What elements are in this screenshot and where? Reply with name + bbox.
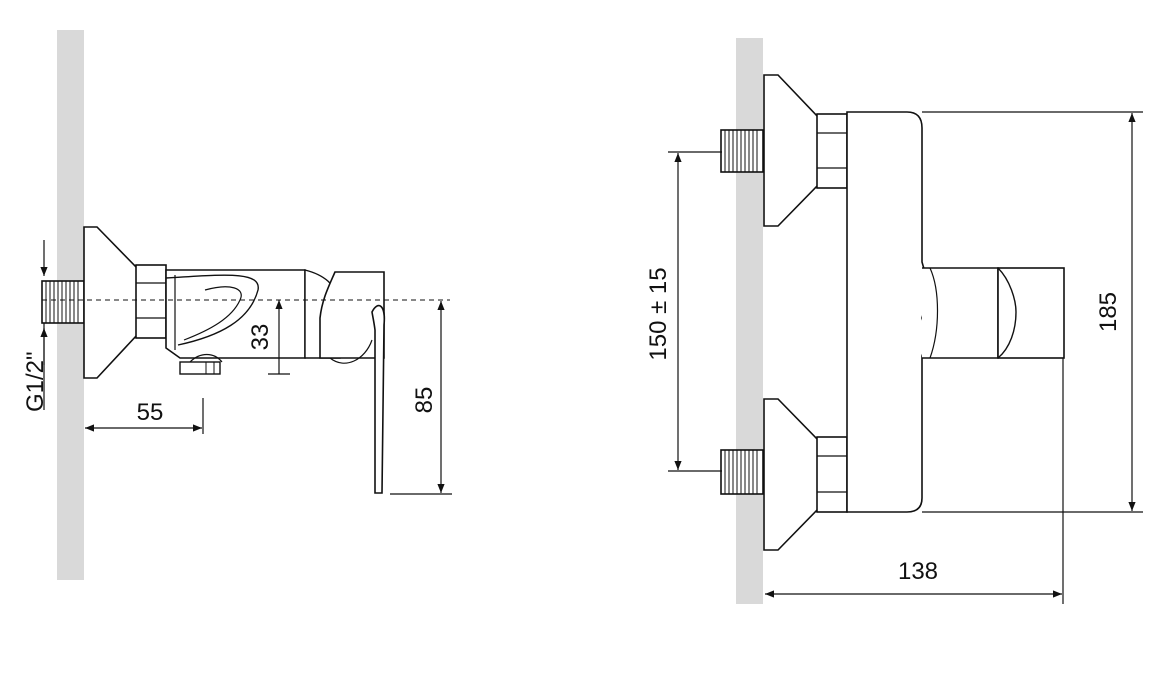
front-mixer-body [846, 111, 928, 513]
height-label: 85 [411, 387, 438, 414]
dim-body-height: 185 [922, 111, 1143, 513]
front-lower-nut [816, 436, 848, 513]
front-lever [922, 267, 1065, 359]
side-hex-nut [135, 264, 167, 339]
front-upper-nut [816, 113, 848, 189]
width-label: 138 [898, 558, 938, 585]
offset-label: 33 [247, 324, 274, 351]
side-outlet [179, 353, 223, 375]
front-upper-thread [720, 129, 764, 173]
dim-offset: 33 [247, 300, 290, 375]
dim-spacing: 150 ± 15 [645, 151, 722, 472]
thread-label: G1/2" [22, 351, 49, 412]
side-view: G1/2" 55 33 85 [22, 30, 452, 580]
front-lower-thread [720, 449, 764, 495]
depth-label: 55 [137, 399, 164, 426]
dim-thread: G1/2" [22, 240, 49, 412]
front-wall [736, 38, 763, 604]
front-view: 150 ± 15 185 138 [645, 38, 1143, 604]
side-flange [83, 226, 138, 379]
front-lower-flange [763, 398, 819, 551]
side-mixer-body [165, 269, 306, 359]
side-lever-head [319, 271, 385, 359]
dim-width: 138 [765, 358, 1064, 604]
side-thread-pipe [41, 280, 85, 324]
body-height-label: 185 [1095, 292, 1122, 332]
side-lever-blade [371, 304, 386, 494]
front-upper-flange [763, 74, 819, 227]
spacing-label: 150 ± 15 [645, 267, 672, 360]
dim-depth: 55 [85, 398, 204, 434]
dim-height: 85 [390, 301, 452, 495]
